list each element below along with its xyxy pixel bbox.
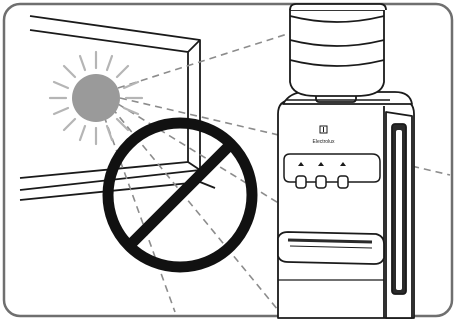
drip-tray (277, 231, 385, 265)
sun-icon (48, 50, 144, 146)
prohibited-icon (102, 117, 258, 273)
water-bottle (289, 3, 387, 97)
water-dispenser (277, 91, 415, 319)
tap-panel (283, 153, 381, 183)
brand-logo: Electrolux (313, 125, 335, 145)
brand-label: Electrolux (313, 139, 335, 145)
tap-buttons (295, 175, 349, 189)
